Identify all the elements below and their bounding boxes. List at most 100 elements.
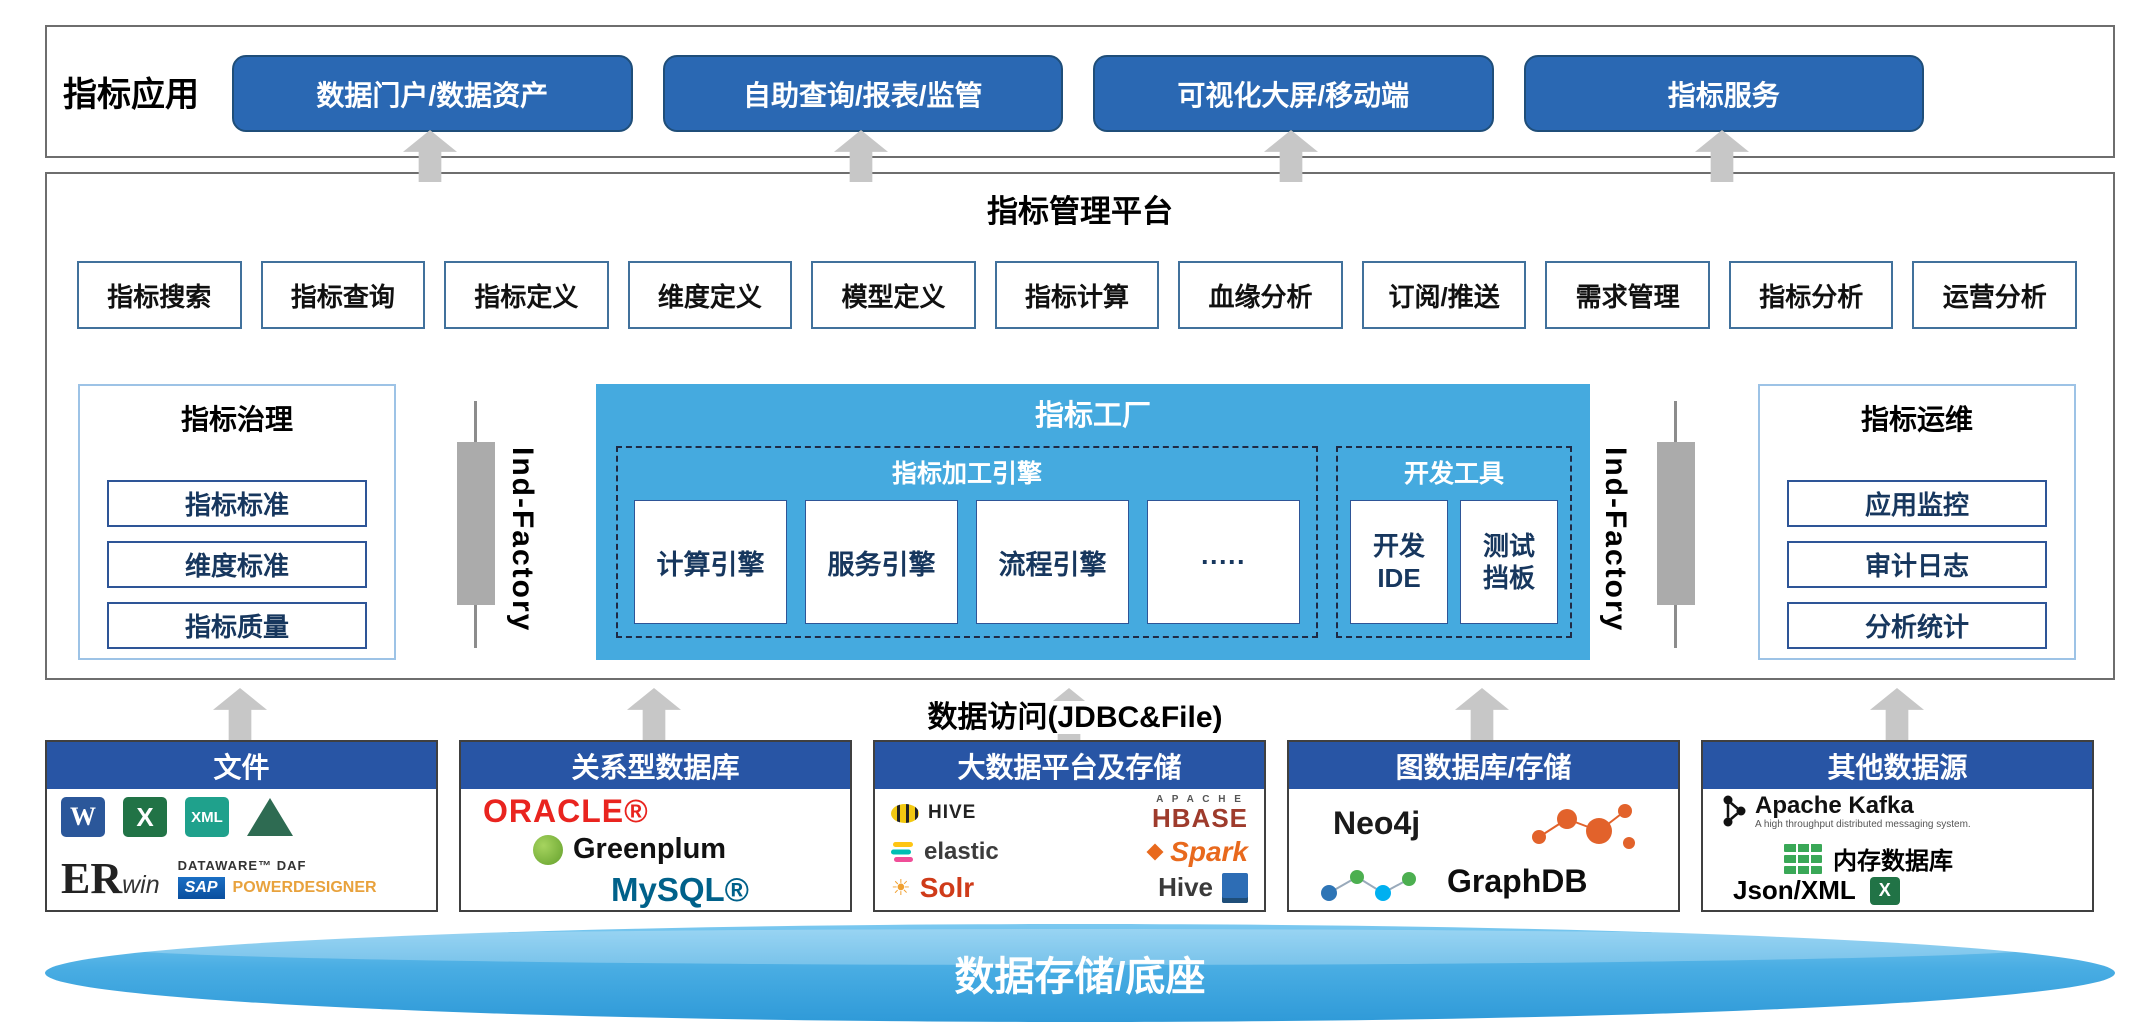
graphdb-logo: GraphDB xyxy=(1447,863,1588,899)
source-card-rdbms-body: ORACLE® Greenplum MySQL® xyxy=(461,789,850,910)
files-icon-row: W X XML xyxy=(61,797,422,837)
module-metric-query: 指标查询 xyxy=(260,261,426,329)
files-logo-column: DATAWARE™ DAF SAP POWERDESIGNER xyxy=(177,858,377,899)
hive-logo: HIVE xyxy=(891,802,976,824)
module-requirement-management: 需求管理 xyxy=(1545,261,1710,329)
ops-panel: 指标运维 应用监控 审计日志 分析统计 xyxy=(1758,384,2076,660)
jsonxml-text: Json/XML xyxy=(1733,875,1856,905)
devtool-test-line1: 测试 xyxy=(1482,530,1535,561)
bigdata-row-2: elastic Spark xyxy=(891,836,1248,868)
hbase-logo: A P A C H E HBASE xyxy=(1152,794,1248,832)
engine-more: ····· xyxy=(1147,500,1300,624)
source-card-rdbms: 关系型数据库 ORACLE® Greenplum MySQL® xyxy=(459,740,852,912)
bigdata-row-1: HIVE A P A C H E HBASE xyxy=(891,795,1248,831)
module-subscription-push: 订阅/推送 xyxy=(1361,261,1527,329)
source-card-rdbms-title: 关系型数据库 xyxy=(461,742,850,789)
devtool-ide-line1: 开发 xyxy=(1372,530,1425,561)
governance-item-metric-standard: 指标标准 xyxy=(107,480,367,527)
kafka-texts: Apache Kafka A high throughput distribut… xyxy=(1755,792,1971,831)
engine-process: 流程引擎 xyxy=(976,500,1129,624)
elastic-icon xyxy=(891,841,913,862)
graph-cluster-icon xyxy=(1532,804,1635,849)
application-section-label: 指标应用 xyxy=(63,76,199,114)
source-card-other-title: 其他数据源 xyxy=(1703,742,2092,789)
greenplum-logo: Greenplum xyxy=(533,833,726,866)
kafka-tagline: A high throughput distributed messaging … xyxy=(1755,819,1971,831)
data-access-label: 数据访问(JDBC&File) xyxy=(905,701,1245,734)
metric-factory: 指标工厂 指标加工引擎 计算引擎 服务引擎 流程引擎 ····· 开发工具 开发… xyxy=(596,384,1590,660)
kafka-icon xyxy=(1723,795,1746,827)
source-card-bigdata-title: 大数据平台及存储 xyxy=(875,742,1264,789)
platform-section: 指标管理平台 指标搜索 指标查询 指标定义 维度定义 模型定义 指标计算 血缘分… xyxy=(45,172,2115,680)
platform-title: 指标管理平台 xyxy=(987,194,1173,229)
spark-logo: Spark xyxy=(1146,835,1248,868)
excel-icon: X xyxy=(1869,876,1900,905)
module-metric-calculation: 指标计算 xyxy=(994,261,1160,329)
data-sources: 文件 W X XML ERwin DATAWARE™ DAF SAP xyxy=(45,740,2094,912)
source-card-bigdata: 大数据平台及存储 HIVE A P A C H E HBASE xyxy=(873,740,1266,912)
hbase-apache-text: A P A C H E xyxy=(1156,794,1244,806)
source-card-graph-title: 图数据库/存储 xyxy=(1289,742,1678,789)
pyramid-icon xyxy=(247,798,293,836)
table-grid-icon xyxy=(1784,842,1822,875)
module-lineage-analysis: 血缘分析 xyxy=(1178,261,1343,329)
bigdata-row-3: ☀ Solr Hive xyxy=(891,872,1248,904)
ops-item-app-monitoring: 应用监控 xyxy=(1787,480,2047,527)
kafka-name: Apache Kafka xyxy=(1755,792,1914,819)
greenplum-text: Greenplum xyxy=(573,833,727,865)
solr-logo: ☀ Solr xyxy=(891,872,974,904)
module-metric-analysis: 指标分析 xyxy=(1728,261,1894,329)
source-card-bigdata-body: HIVE A P A C H E HBASE elastic xyxy=(875,789,1264,910)
processing-engine-group: 指标加工引擎 计算引擎 服务引擎 流程引擎 ····· xyxy=(616,446,1318,638)
governance-items: 指标标准 维度标准 指标质量 xyxy=(80,480,394,649)
module-metric-search: 指标搜索 xyxy=(77,261,242,329)
source-card-files-body: W X XML ERwin DATAWARE™ DAF SAP POWERDES… xyxy=(47,789,436,910)
hive-doc-logo: Hive xyxy=(1158,872,1248,903)
app-button-data-portal: 数据门户/数据资产 xyxy=(232,55,633,132)
spark-icon xyxy=(1146,843,1164,860)
dataware-logo: DATAWARE™ DAF xyxy=(177,858,307,873)
devtool-ide-line2: IDE xyxy=(1377,563,1421,593)
connector-bar-left xyxy=(457,442,495,605)
processing-engine-title: 指标加工引擎 xyxy=(891,460,1042,488)
governance-panel: 指标治理 指标标准 维度标准 指标质量 xyxy=(78,384,396,660)
ops-title: 指标运维 xyxy=(1860,404,1973,435)
app-button-metric-service: 指标服务 xyxy=(1523,55,1924,132)
elastic-text: elastic xyxy=(924,837,999,865)
module-dimension-definition: 维度定义 xyxy=(627,261,793,329)
ind-factory-label-right: Ind-Factory xyxy=(1599,447,1632,633)
application-section: 指标应用 数据门户/数据资产 自助查询/报表/监管 可视化大屏/移动端 指标服务 xyxy=(45,25,2115,158)
platform-modules: 指标搜索 指标查询 指标定义 维度定义 模型定义 指标计算 血缘分析 订阅/推送… xyxy=(77,261,2078,329)
storage-base-label: 数据存储/底座 xyxy=(954,955,1206,999)
document-icon xyxy=(1222,872,1248,903)
source-card-files: 文件 W X XML ERwin DATAWARE™ DAF SAP xyxy=(45,740,438,912)
devtools-title: 开发工具 xyxy=(1403,460,1504,488)
source-card-files-title: 文件 xyxy=(47,742,436,789)
spark-text: Spark xyxy=(1170,835,1248,867)
module-metric-definition: 指标定义 xyxy=(444,261,609,329)
jsonxml-logo: Json/XML X xyxy=(1733,875,1900,906)
sap-logo: SAP xyxy=(177,877,225,899)
engine-service: 服务引擎 xyxy=(805,500,958,624)
greenplum-icon xyxy=(533,834,563,865)
data-access-row: 数据访问(JDBC&File) xyxy=(0,692,2150,736)
kafka-logo: Apache Kafka A high throughput distribut… xyxy=(1721,792,1971,831)
hive-text: Hive xyxy=(1158,872,1213,903)
sap-powerdesigner-logo: SAP POWERDESIGNER xyxy=(177,877,377,899)
connector-bar-right xyxy=(1657,442,1695,605)
oracle-logo: ORACLE® xyxy=(483,793,649,829)
ops-items: 应用监控 审计日志 分析统计 xyxy=(1760,480,2074,649)
source-card-graph: 图数据库/存储 Neo4j xyxy=(1287,740,1680,912)
ops-item-audit-log: 审计日志 xyxy=(1787,541,2047,588)
application-buttons: 数据门户/数据资产 自助查询/报表/监管 可视化大屏/移动端 指标服务 xyxy=(232,55,1924,132)
solr-text: Solr xyxy=(919,871,975,903)
erwin-logo-small: win xyxy=(122,871,160,899)
governance-title: 指标治理 xyxy=(180,404,293,435)
ind-factory-label-left: Ind-Factory xyxy=(506,447,539,633)
module-operation-analysis: 运营分析 xyxy=(1912,261,2078,329)
app-button-self-service-query: 自助查询/报表/监管 xyxy=(662,55,1063,132)
processing-engine-items: 计算引擎 服务引擎 流程引擎 ····· xyxy=(634,500,1300,624)
ops-item-analysis-stats: 分析统计 xyxy=(1787,602,2047,649)
devtool-ide: 开发 IDE xyxy=(1350,500,1448,624)
